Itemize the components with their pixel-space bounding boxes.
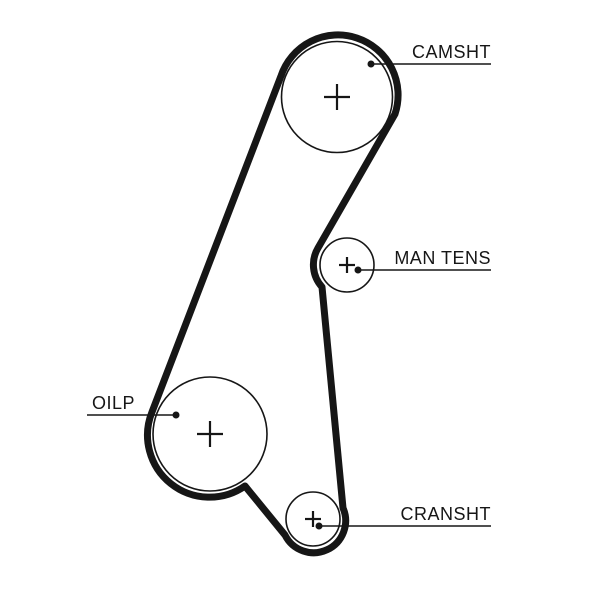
oil-pump-center-mark-icon: [197, 421, 223, 447]
tensioner-label: MAN TENS: [394, 248, 491, 268]
tensioner-center-mark-icon: [339, 257, 355, 273]
crankshaft-center-mark-icon: [305, 511, 321, 527]
oil-pump-label: OILP: [92, 393, 135, 413]
camshaft-center-mark-icon: [324, 84, 350, 110]
crankshaft-callout: CRANSHT: [315, 504, 491, 530]
crankshaft-label: CRANSHT: [400, 504, 491, 524]
oil-pump-leader-dot: [172, 411, 180, 419]
tensioner-callout: MAN TENS: [354, 248, 491, 274]
oil-pump-callout: OILP: [87, 393, 180, 419]
timing-belt-path: [144, 31, 402, 557]
camshaft-label: CAMSHT: [412, 42, 491, 62]
camshaft-callout: CAMSHT: [367, 42, 491, 68]
